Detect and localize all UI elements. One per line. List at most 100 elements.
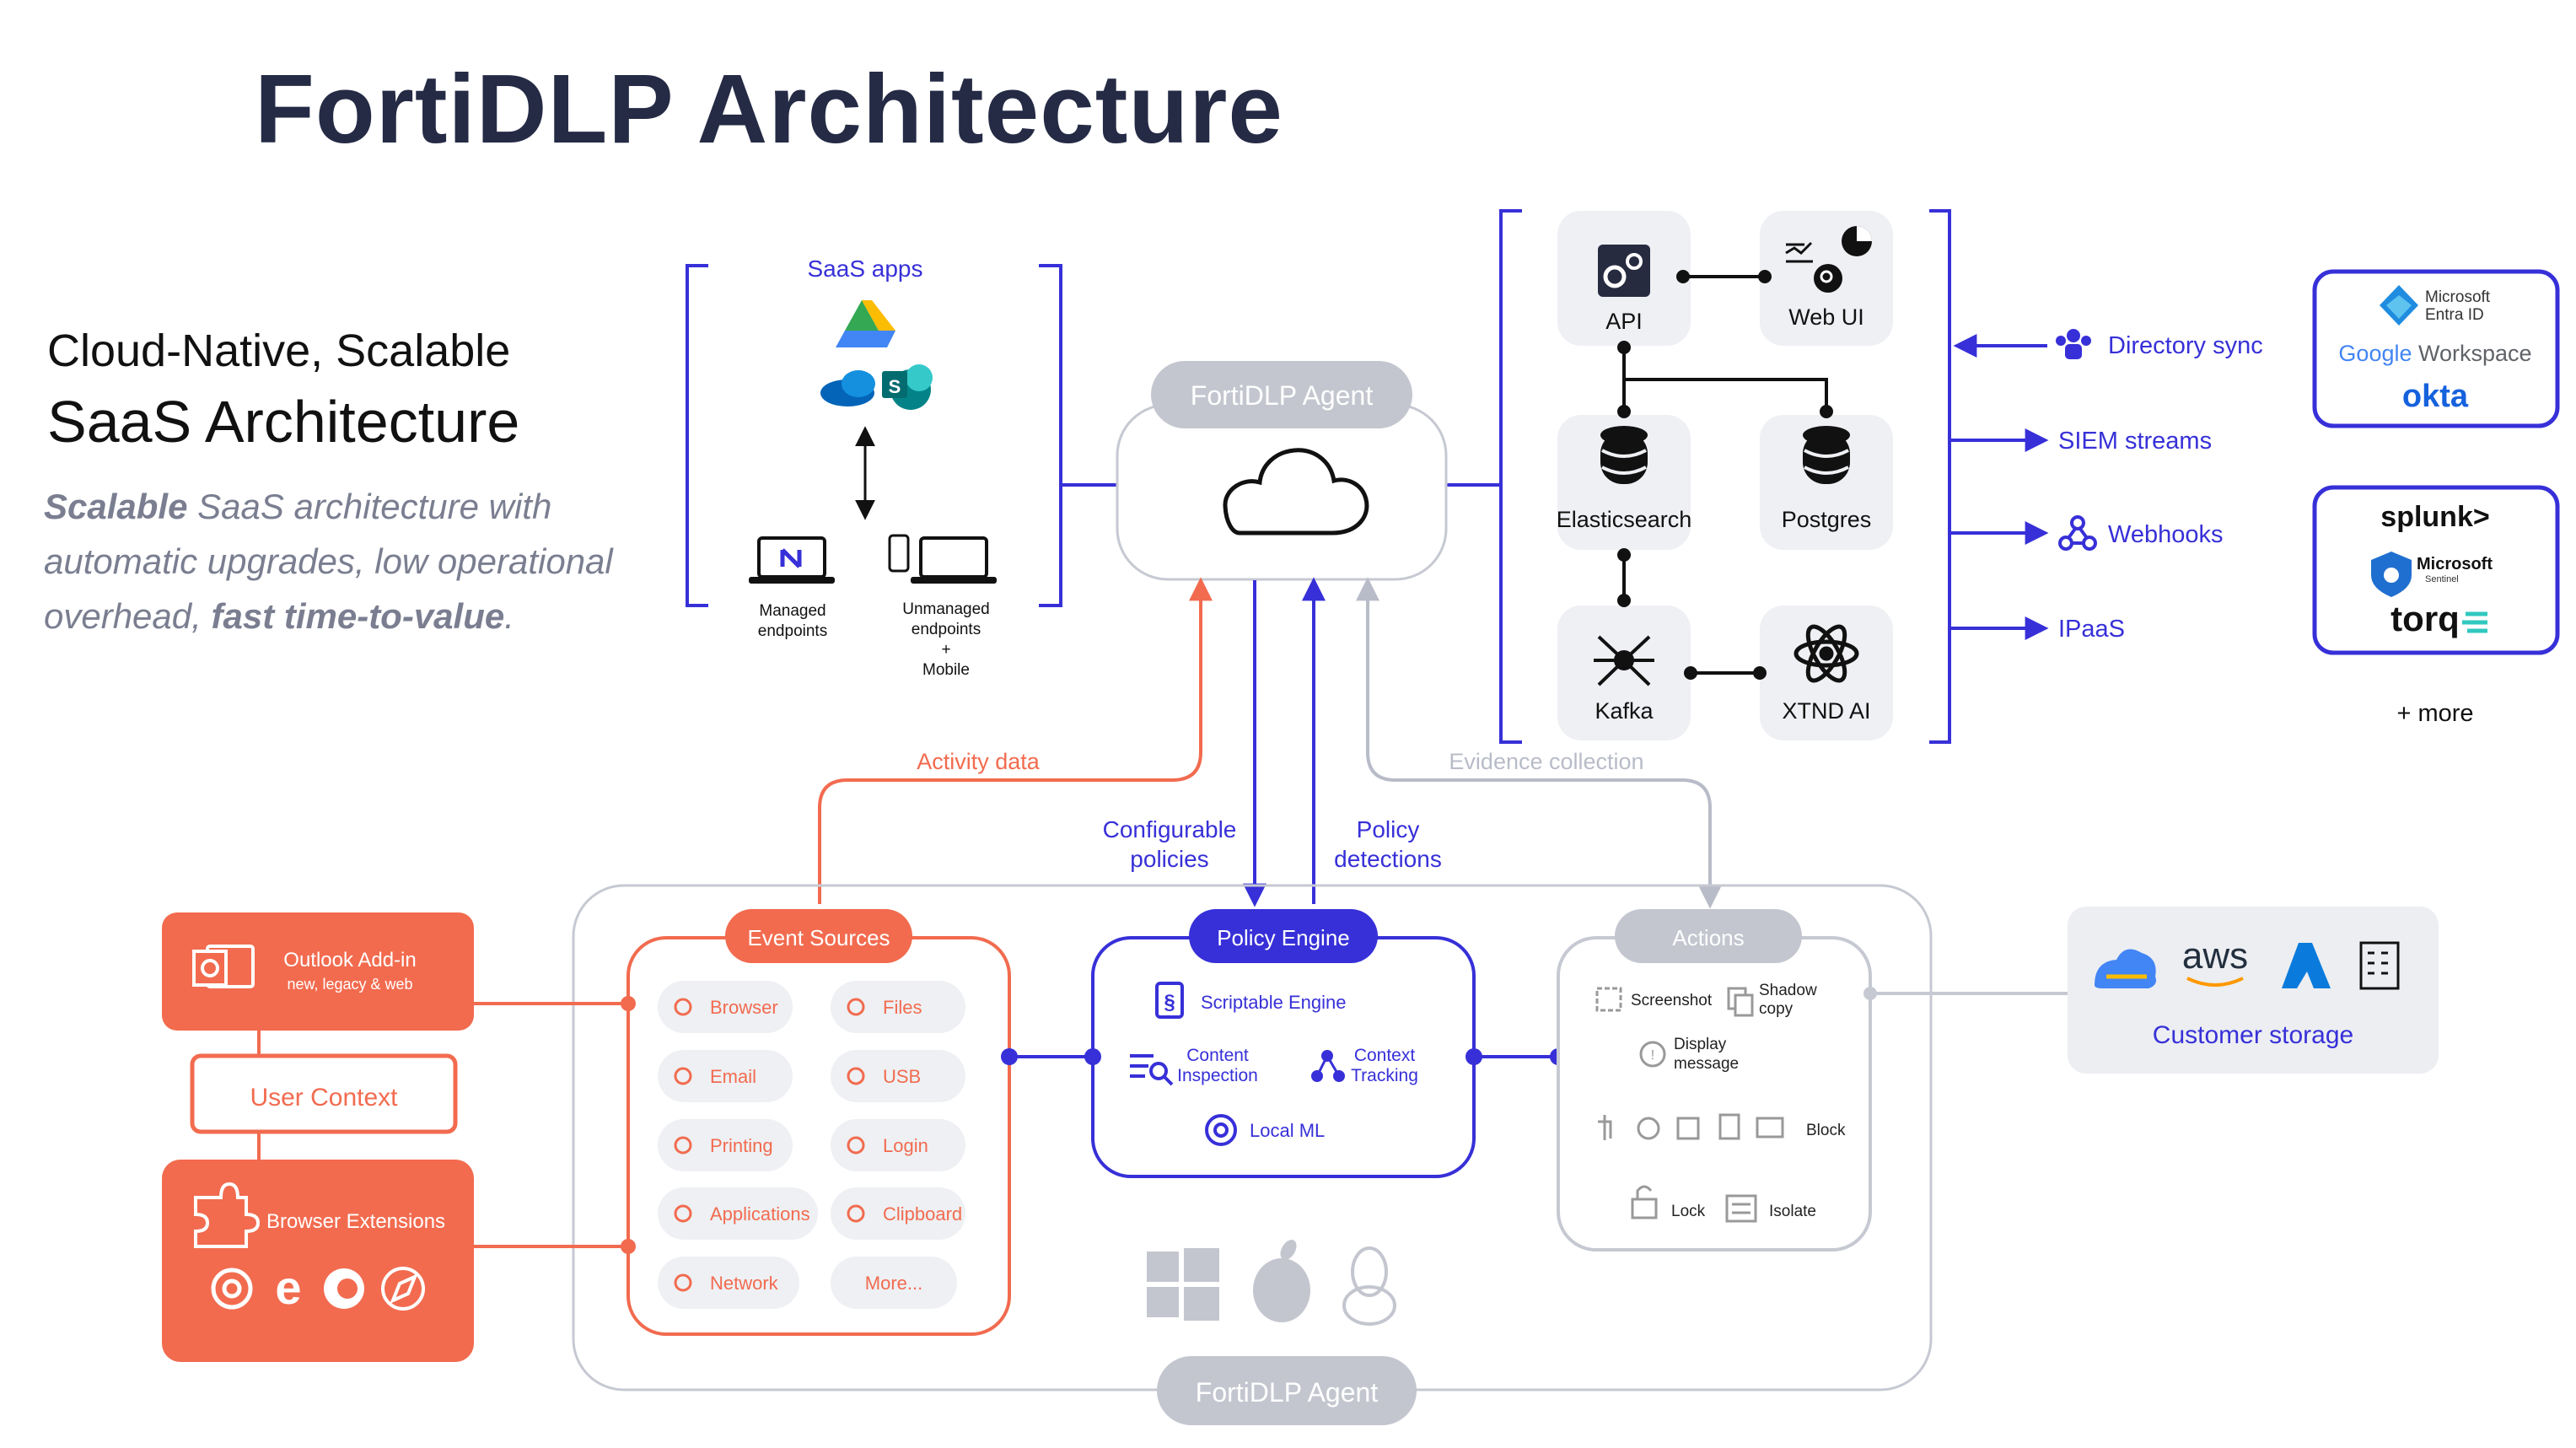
display-message-icon bbox=[1639, 1041, 1666, 1068]
saas-apps-label: SaaS apps bbox=[808, 256, 923, 282]
chrome-icon bbox=[211, 1268, 253, 1310]
scriptable-engine-label: Scriptable Engine bbox=[1201, 992, 1346, 1013]
svg-text:Entra ID: Entra ID bbox=[2425, 306, 2484, 324]
event-source-chip bbox=[658, 1050, 793, 1102]
event-source-label: USB bbox=[883, 1066, 921, 1087]
event-source-chip bbox=[831, 981, 965, 1033]
policy-engine-title: Policy Engine bbox=[1217, 925, 1350, 950]
svg-text:detections: detections bbox=[1334, 846, 1442, 872]
edge-icon: e bbox=[275, 1261, 301, 1314]
event-source-label: Browser bbox=[710, 997, 778, 1018]
event-source-label: Email bbox=[710, 1066, 756, 1087]
managed-label-1: Managed bbox=[759, 602, 826, 620]
outlook-addin-box: Outlook Add-in new, legacy & web bbox=[162, 912, 474, 1031]
event-source-chip bbox=[831, 1257, 957, 1309]
safari-icon bbox=[381, 1267, 425, 1311]
svg-text:Inspection: Inspection bbox=[1177, 1066, 1258, 1085]
outlook-icon bbox=[192, 945, 255, 988]
xtnd-ai-atom-icon bbox=[1794, 624, 1859, 683]
event-source-label: Clipboard bbox=[883, 1203, 962, 1225]
directory-sync-label: Directory sync bbox=[2108, 332, 2263, 359]
policy-engine-panel: Policy Engine § Scriptable Engine Conten… bbox=[1091, 909, 1476, 1178]
postgres-label: Postgres bbox=[1782, 507, 1872, 532]
saas-apps-group: SaaS apps S Managed endpoints bbox=[686, 256, 1062, 679]
event-source-chip bbox=[658, 1119, 793, 1171]
subtitle-line-1: Cloud-Native, Scalable bbox=[47, 326, 511, 376]
google-workspace-logo: Google Workspace bbox=[2338, 341, 2531, 366]
mail-icon bbox=[674, 1067, 692, 1085]
outputs-group: Directory sync SIEM streams Webhooks IPa… bbox=[1949, 329, 2263, 643]
browser-extensions-label: Browser Extensions bbox=[266, 1210, 445, 1233]
shadow-copy-icon bbox=[1727, 987, 1754, 1017]
more-label: + more bbox=[2396, 700, 2473, 727]
svg-text:Tracking: Tracking bbox=[1351, 1066, 1418, 1085]
ipaas-label: IPaaS bbox=[2058, 616, 2125, 643]
windows-logo bbox=[1147, 1248, 1219, 1321]
actions-title: Actions bbox=[1672, 925, 1744, 950]
lock-icon bbox=[1631, 1185, 1658, 1219]
svg-text:Content: Content bbox=[1186, 1046, 1249, 1065]
cloud-agent-label: FortiDLP Agent bbox=[1191, 380, 1374, 411]
activity-data-label: Activity data bbox=[917, 749, 1041, 774]
azure-icon bbox=[2282, 943, 2331, 988]
elasticsearch-database-icon bbox=[1600, 426, 1648, 484]
event-source-label: Network bbox=[710, 1273, 779, 1294]
svg-text:Microsoft: Microsoft bbox=[2425, 288, 2491, 306]
event-source-chip bbox=[831, 1119, 965, 1171]
usb-icon bbox=[847, 1067, 865, 1085]
svg-text:Shadow: Shadow bbox=[1759, 982, 1817, 999]
aws-logo: aws bbox=[2182, 935, 2248, 977]
svg-text:+: + bbox=[941, 641, 950, 659]
login-icon bbox=[847, 1136, 865, 1155]
bottom-agent-label: FortiDLP Agent bbox=[1196, 1377, 1379, 1408]
event-source-chip bbox=[658, 1257, 799, 1309]
webhooks-label: Webhooks bbox=[2108, 521, 2224, 548]
user-context-label: User Context bbox=[250, 1084, 398, 1112]
block-label: Block bbox=[1806, 1122, 1846, 1139]
flows-group: Activity data Configurable policies Poli… bbox=[818, 577, 1722, 909]
event-source-label: Files bbox=[883, 997, 922, 1018]
arrows-icon bbox=[674, 1273, 692, 1292]
google-cloud-icon bbox=[2095, 949, 2156, 988]
splunk-logo: splunk> bbox=[2380, 501, 2489, 533]
apple-logo bbox=[1253, 1240, 1310, 1322]
svg-text:Configurable: Configurable bbox=[1103, 816, 1237, 842]
lock-label: Lock bbox=[1671, 1203, 1706, 1220]
api-gears-icon bbox=[1598, 245, 1650, 297]
browser-extensions-box: Browser Extensions e bbox=[162, 1160, 474, 1362]
event-source-chip bbox=[831, 1187, 965, 1240]
kafka-label: Kafka bbox=[1595, 698, 1654, 724]
onedrive-icon bbox=[820, 370, 875, 406]
managed-label-2: endpoints bbox=[758, 622, 827, 640]
window-icon bbox=[674, 1204, 692, 1223]
local-ml-icon bbox=[1205, 1114, 1237, 1146]
torq-logo: torq bbox=[2390, 599, 2460, 638]
screenshot-label: Screenshot bbox=[1631, 992, 1713, 1009]
webhooks-icon bbox=[2058, 515, 2097, 551]
event-source-chip bbox=[658, 1187, 818, 1240]
xtnd-ai-label: XTND AI bbox=[1782, 698, 1870, 724]
puzzle-icon bbox=[194, 1182, 261, 1248]
event-sources-title: Event Sources bbox=[747, 925, 890, 950]
outlook-title: Outlook Add-in bbox=[283, 949, 416, 972]
linux-logo bbox=[1342, 1246, 1396, 1326]
microsoft-entra-logo bbox=[2380, 285, 2418, 326]
event-source-label: Applications bbox=[710, 1203, 810, 1225]
cloud-icon bbox=[1223, 448, 1369, 536]
subtitle-line-2: SaaS Architecture bbox=[47, 389, 520, 455]
evidence-collection-label: Evidence collection bbox=[1449, 749, 1643, 774]
actions-panel: Actions Screenshot Shadow copy ! Display… bbox=[1557, 909, 1872, 1252]
description-text: Scalable SaaS architecture with automati… bbox=[44, 487, 613, 636]
web-ui-label: Web UI bbox=[1788, 304, 1864, 330]
screenshot-icon bbox=[1595, 987, 1622, 1012]
content-inspection-icon bbox=[1130, 1054, 1174, 1086]
svg-text:message: message bbox=[1674, 1055, 1739, 1073]
outlook-sub: new, legacy & web bbox=[287, 976, 412, 993]
svg-text:Unmanaged: Unmanaged bbox=[902, 600, 990, 618]
printer-icon bbox=[674, 1136, 692, 1155]
event-source-label: Printing bbox=[710, 1135, 773, 1156]
unmanaged-devices-icon bbox=[888, 534, 997, 584]
cloud-agent-node: FortiDLP Agent bbox=[1116, 361, 1448, 581]
directory-sync-icon bbox=[2056, 329, 2091, 359]
